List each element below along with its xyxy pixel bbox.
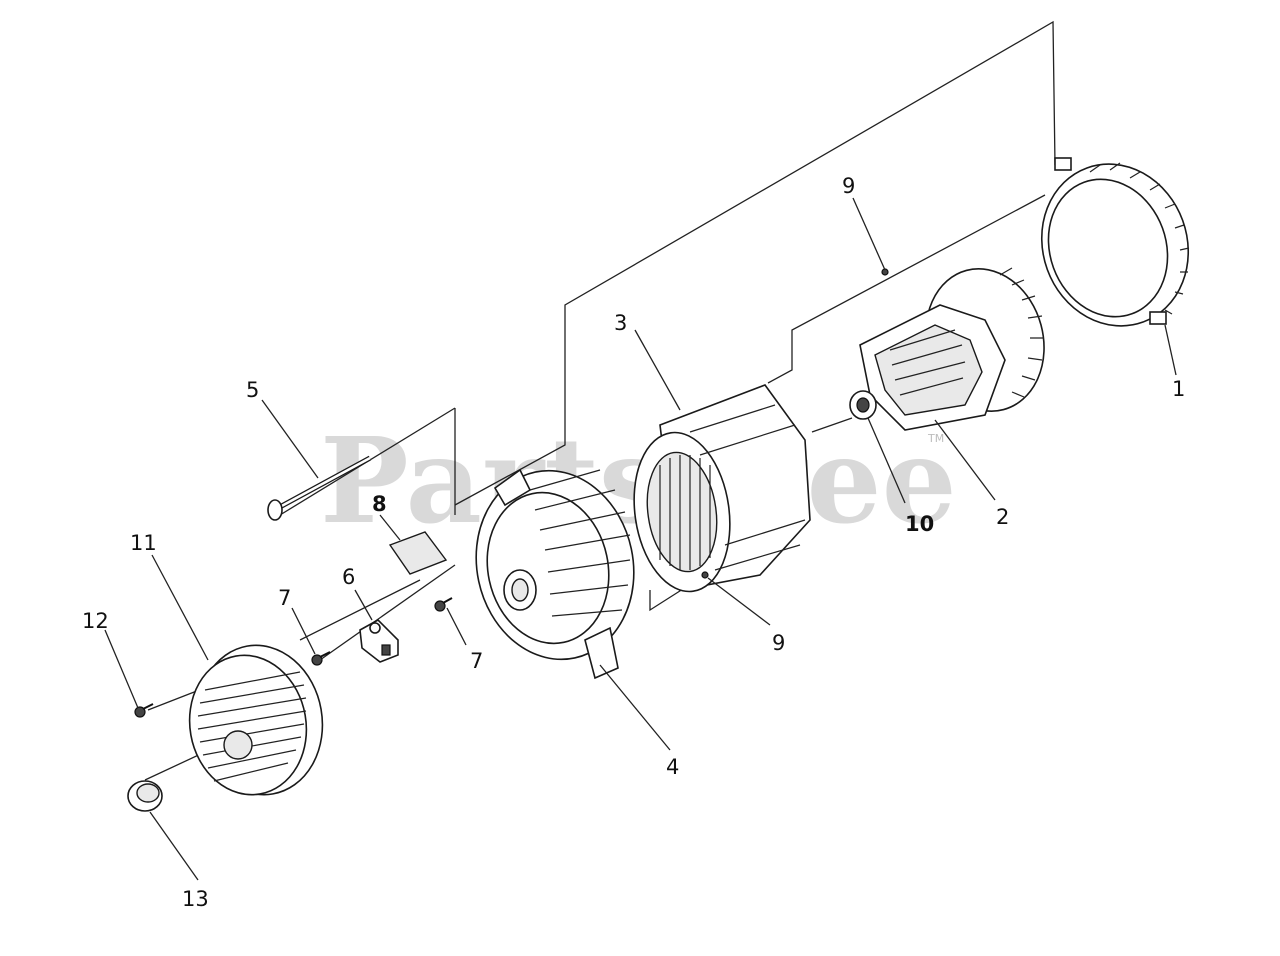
callout-3: 3 <box>614 311 627 335</box>
part-12-screw <box>134 703 154 718</box>
callout-1: 1 <box>1172 377 1185 401</box>
part-11-end-cover <box>188 644 324 796</box>
callout-9-top: 9 <box>842 174 855 198</box>
callout-labels: 1 2 3 4 5 6 7 7 8 9 9 10 11 12 13 <box>82 174 1185 911</box>
callout-11: 11 <box>130 531 157 555</box>
callout-7-right: 7 <box>470 649 483 673</box>
callout-6: 6 <box>342 565 355 589</box>
callout-7-left: 7 <box>278 586 291 610</box>
part-7-screws <box>311 597 453 666</box>
part-13-cap-plug <box>127 780 163 812</box>
part-1-fan-housing <box>1040 157 1190 327</box>
part-6-brush-holder <box>359 619 399 663</box>
part-3-stator <box>633 384 811 593</box>
callout-10: 10 <box>905 512 934 536</box>
callout-5: 5 <box>246 378 259 402</box>
leader-lines <box>104 197 1177 881</box>
part-2-rotor <box>849 267 1045 431</box>
callout-13: 13 <box>182 887 209 911</box>
watermark-trademark: TM <box>927 432 944 445</box>
callout-2: 2 <box>996 505 1009 529</box>
part-8-label-plate <box>388 531 448 575</box>
assembly-lines <box>144 20 1056 781</box>
callout-12: 12 <box>82 609 109 633</box>
callout-9-bottom: 9 <box>772 631 785 655</box>
callout-4: 4 <box>666 755 679 779</box>
part-5-through-bolt <box>267 455 372 521</box>
callout-8: 8 <box>372 492 387 516</box>
part-4-end-housing <box>475 468 635 680</box>
